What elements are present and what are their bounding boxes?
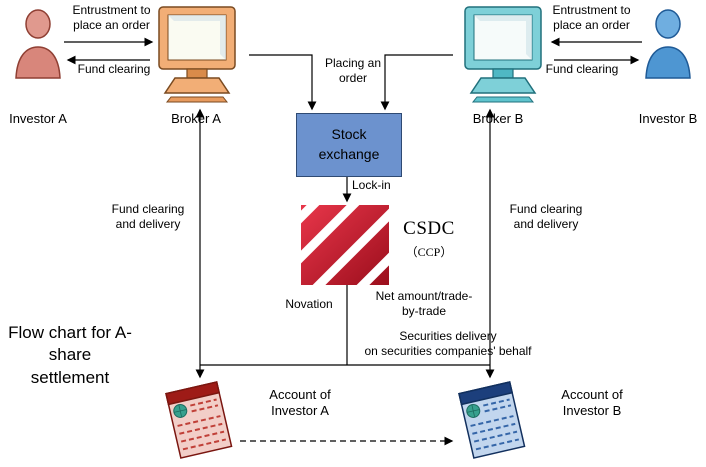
csdc-logo-stripes bbox=[301, 205, 389, 285]
net-amount-line2: by-trade bbox=[401, 304, 447, 319]
person-icon-investor-b bbox=[645, 9, 691, 79]
account-b-label: Account of Investor B bbox=[561, 387, 623, 418]
monitor-neck bbox=[492, 68, 514, 79]
fund-clearing-a-label: Fund clearing bbox=[77, 62, 151, 76]
diagram-title: Flow chart for A-share settlement bbox=[8, 323, 132, 387]
securities-delivery-line2: on securities companies' behalf bbox=[364, 344, 532, 359]
placing-order-label: Placing an order bbox=[324, 56, 382, 86]
arrow-broker-b-order bbox=[380, 54, 453, 111]
monitor-screen-glare bbox=[168, 15, 226, 60]
broker-a-label: Broker A bbox=[171, 111, 221, 126]
csdc-label: CSDC bbox=[403, 218, 455, 239]
stock-exchange-label: Stock exchange bbox=[318, 126, 380, 162]
monitor-keyboard bbox=[471, 96, 535, 103]
account-a-label: Account of Investor A bbox=[269, 387, 331, 418]
lock-in-label: Lock-in bbox=[352, 178, 391, 192]
monitor-screen-glare bbox=[474, 15, 532, 60]
person-body bbox=[15, 46, 61, 79]
person-head bbox=[655, 9, 681, 39]
monitor-icon-broker-a bbox=[158, 6, 236, 103]
person-head bbox=[25, 9, 51, 39]
monitor-screen bbox=[473, 14, 533, 61]
csdc-logo bbox=[301, 205, 389, 285]
monitor-base bbox=[163, 77, 231, 94]
account-card-text-lines bbox=[177, 398, 227, 451]
arrow-broker-a-order bbox=[249, 54, 317, 111]
account-card-text-lines bbox=[470, 398, 520, 451]
fund-clearing-b-label: Fund clearing bbox=[545, 62, 619, 76]
globe-lines bbox=[173, 404, 187, 418]
net-amount-line1: Net amount/trade- bbox=[375, 289, 473, 303]
net-amount-label: Net amount/trade- by-trade bbox=[356, 289, 492, 320]
account-card-icon-b bbox=[458, 381, 526, 459]
monitor-screen bbox=[167, 14, 227, 61]
monitor-icon-broker-b bbox=[464, 6, 542, 103]
monitor-keyboard bbox=[165, 96, 229, 103]
novation-label: Novation bbox=[285, 297, 333, 311]
securities-delivery-line1: Securities delivery bbox=[399, 329, 497, 343]
account-card-header bbox=[165, 381, 221, 406]
securities-delivery-label: Securities delivery on securities compan… bbox=[345, 329, 551, 360]
person-icon-investor-a bbox=[15, 9, 61, 79]
account-card-icon-a bbox=[165, 381, 233, 459]
monitor-base bbox=[469, 77, 537, 94]
account-card-header bbox=[458, 381, 514, 406]
csdc-ccp-label: （CCP） bbox=[405, 245, 453, 259]
fund-clearing-delivery-right-label: Fund clearing and delivery bbox=[509, 202, 583, 232]
monitor-neck bbox=[186, 68, 208, 79]
investor-b-label: Investor B bbox=[638, 111, 698, 126]
investor-a-label: Investor A bbox=[9, 111, 67, 126]
person-body bbox=[645, 46, 691, 79]
globe-lines bbox=[466, 404, 480, 418]
entrustment-b-label: Entrustment to place an order bbox=[552, 3, 631, 33]
stock-exchange-node: Stock exchange bbox=[296, 113, 402, 177]
broker-b-label: Broker B bbox=[472, 111, 524, 126]
fund-clearing-delivery-left-label: Fund clearing and delivery bbox=[111, 202, 185, 232]
entrustment-a-label: Entrustment to place an order bbox=[72, 3, 151, 33]
